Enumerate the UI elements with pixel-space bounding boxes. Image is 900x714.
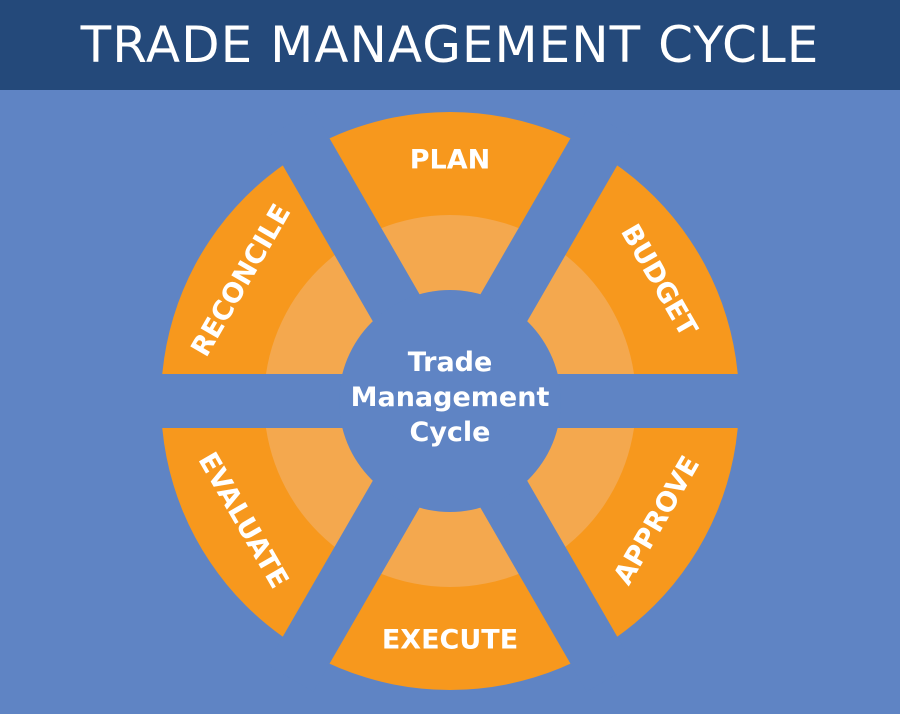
- title-banner: TRADE MANAGEMENT CYCLE: [0, 0, 900, 90]
- page-title: TRADE MANAGEMENT CYCLE: [80, 16, 820, 74]
- stage-execute: EXECUTE: [382, 625, 518, 656]
- center-hub: [339, 290, 561, 512]
- center-line-3: Cycle: [410, 417, 491, 448]
- center-line-1: Trade: [408, 347, 493, 378]
- center-line-2: Management: [351, 382, 550, 413]
- stage-plan: PLAN: [410, 145, 491, 176]
